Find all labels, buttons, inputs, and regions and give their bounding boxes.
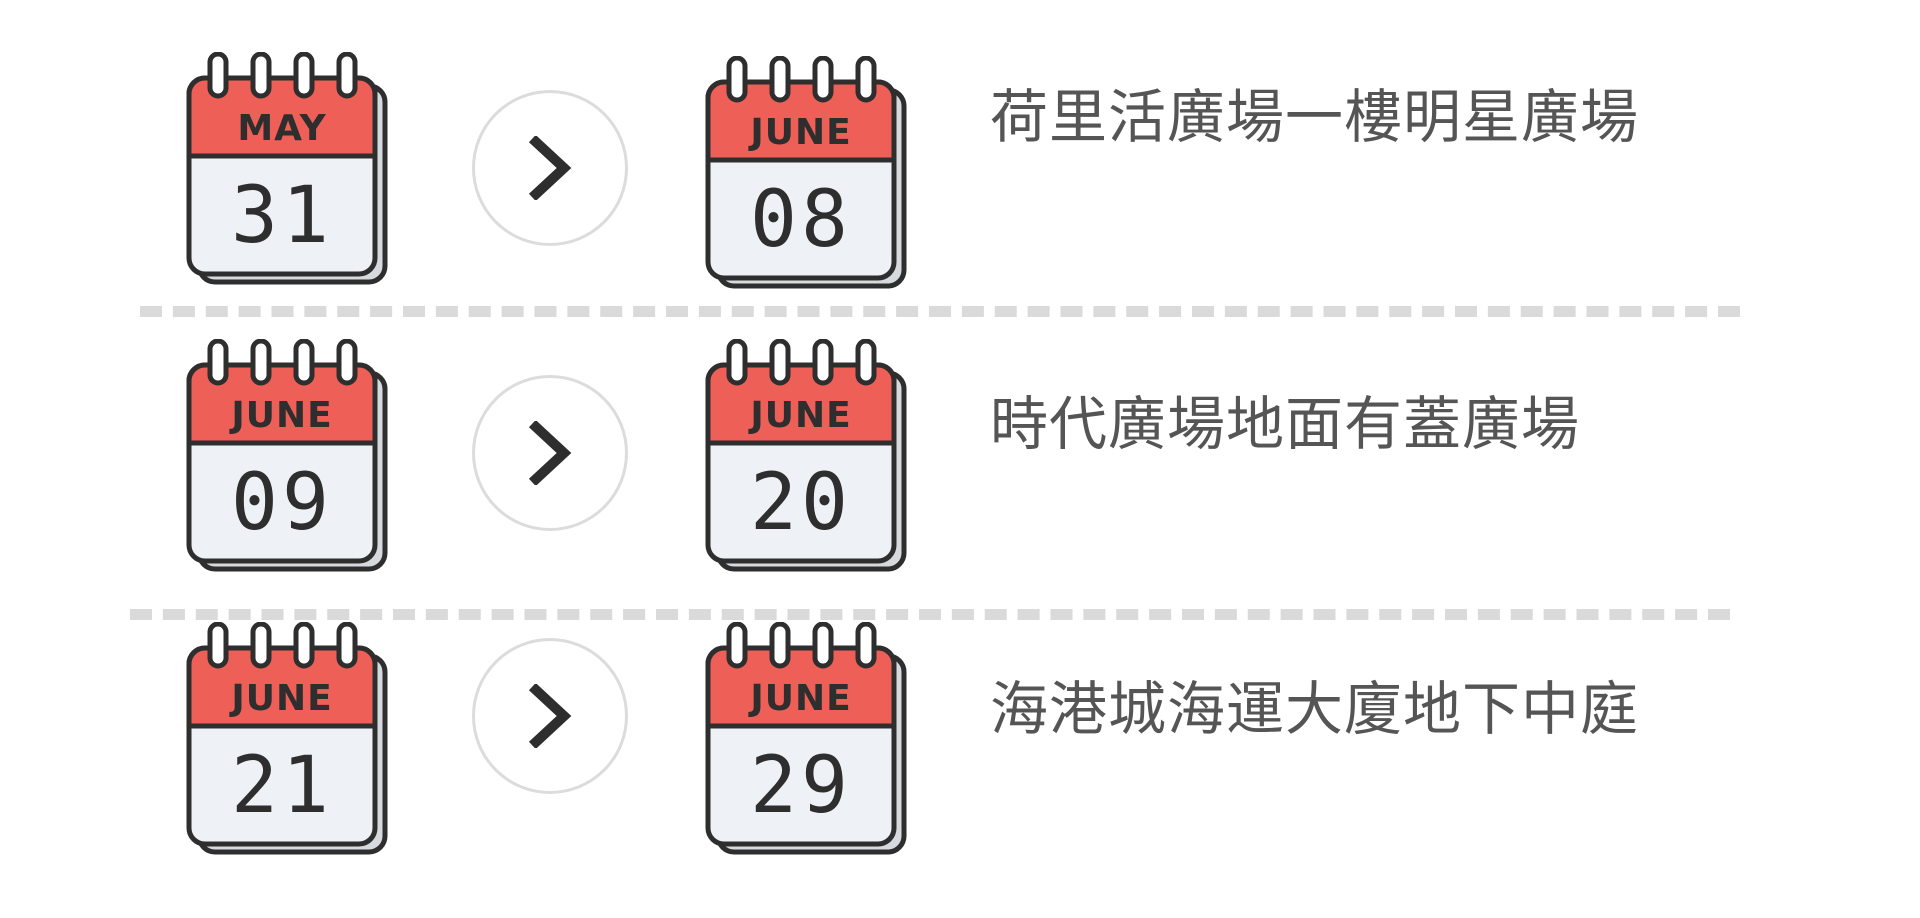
calendar-icon: JUNE 09 (186, 339, 388, 572)
schedule-row: JUNE 09 JUNE 20 時代廣場地面有蓋廣場 (0, 325, 1920, 572)
calendar-icon: JUNE 08 (705, 56, 907, 289)
venue-label: 時代廣場地面有蓋廣場 (990, 390, 1581, 458)
calendar-icon: JUNE 21 (186, 622, 388, 855)
end-date-calendar: JUNE 29 (704, 622, 914, 862)
calendar-icon: JUNE 20 (705, 339, 907, 572)
calendar-month: JUNE (747, 395, 851, 436)
chevron-right-icon (528, 684, 572, 748)
start-date-calendar: JUNE 09 (185, 339, 395, 579)
dashed-divider (140, 306, 1740, 317)
calendar-month: JUNE (228, 395, 332, 436)
next-arrow-button[interactable] (472, 375, 628, 531)
calendar-day: 29 (750, 741, 852, 831)
next-arrow-button[interactable] (472, 638, 628, 794)
chevron-right-icon (528, 136, 572, 200)
dashed-divider (130, 609, 1730, 620)
calendar-month: JUNE (747, 112, 851, 153)
calendar-month: JUNE (228, 678, 332, 719)
calendar-month: JUNE (747, 678, 851, 719)
calendar-icon: MAY 31 (186, 52, 388, 285)
venue-label: 海港城海運大廈地下中庭 (990, 675, 1640, 743)
start-date-calendar: JUNE 21 (185, 622, 395, 862)
calendar-month: MAY (237, 108, 326, 149)
schedule-row: JUNE 21 JUNE 29 海港城海運大廈地下中庭 (0, 610, 1920, 855)
calendar-day: 08 (750, 175, 852, 265)
venue-label: 荷里活廣場一樓明星廣場 (990, 83, 1640, 151)
chevron-right-icon (528, 421, 572, 485)
start-date-calendar: MAY 31 (185, 52, 395, 292)
next-arrow-button[interactable] (472, 90, 628, 246)
schedule-row: MAY 31 JUNE 08 荷里活廣場一樓明星廣場 (0, 40, 1920, 289)
calendar-day: 31 (231, 171, 333, 261)
calendar-day: 09 (231, 458, 333, 548)
calendar-day: 20 (750, 458, 852, 548)
end-date-calendar: JUNE 20 (704, 339, 914, 579)
calendar-icon: JUNE 29 (705, 622, 907, 855)
calendar-day: 21 (231, 741, 333, 831)
end-date-calendar: JUNE 08 (704, 56, 914, 296)
